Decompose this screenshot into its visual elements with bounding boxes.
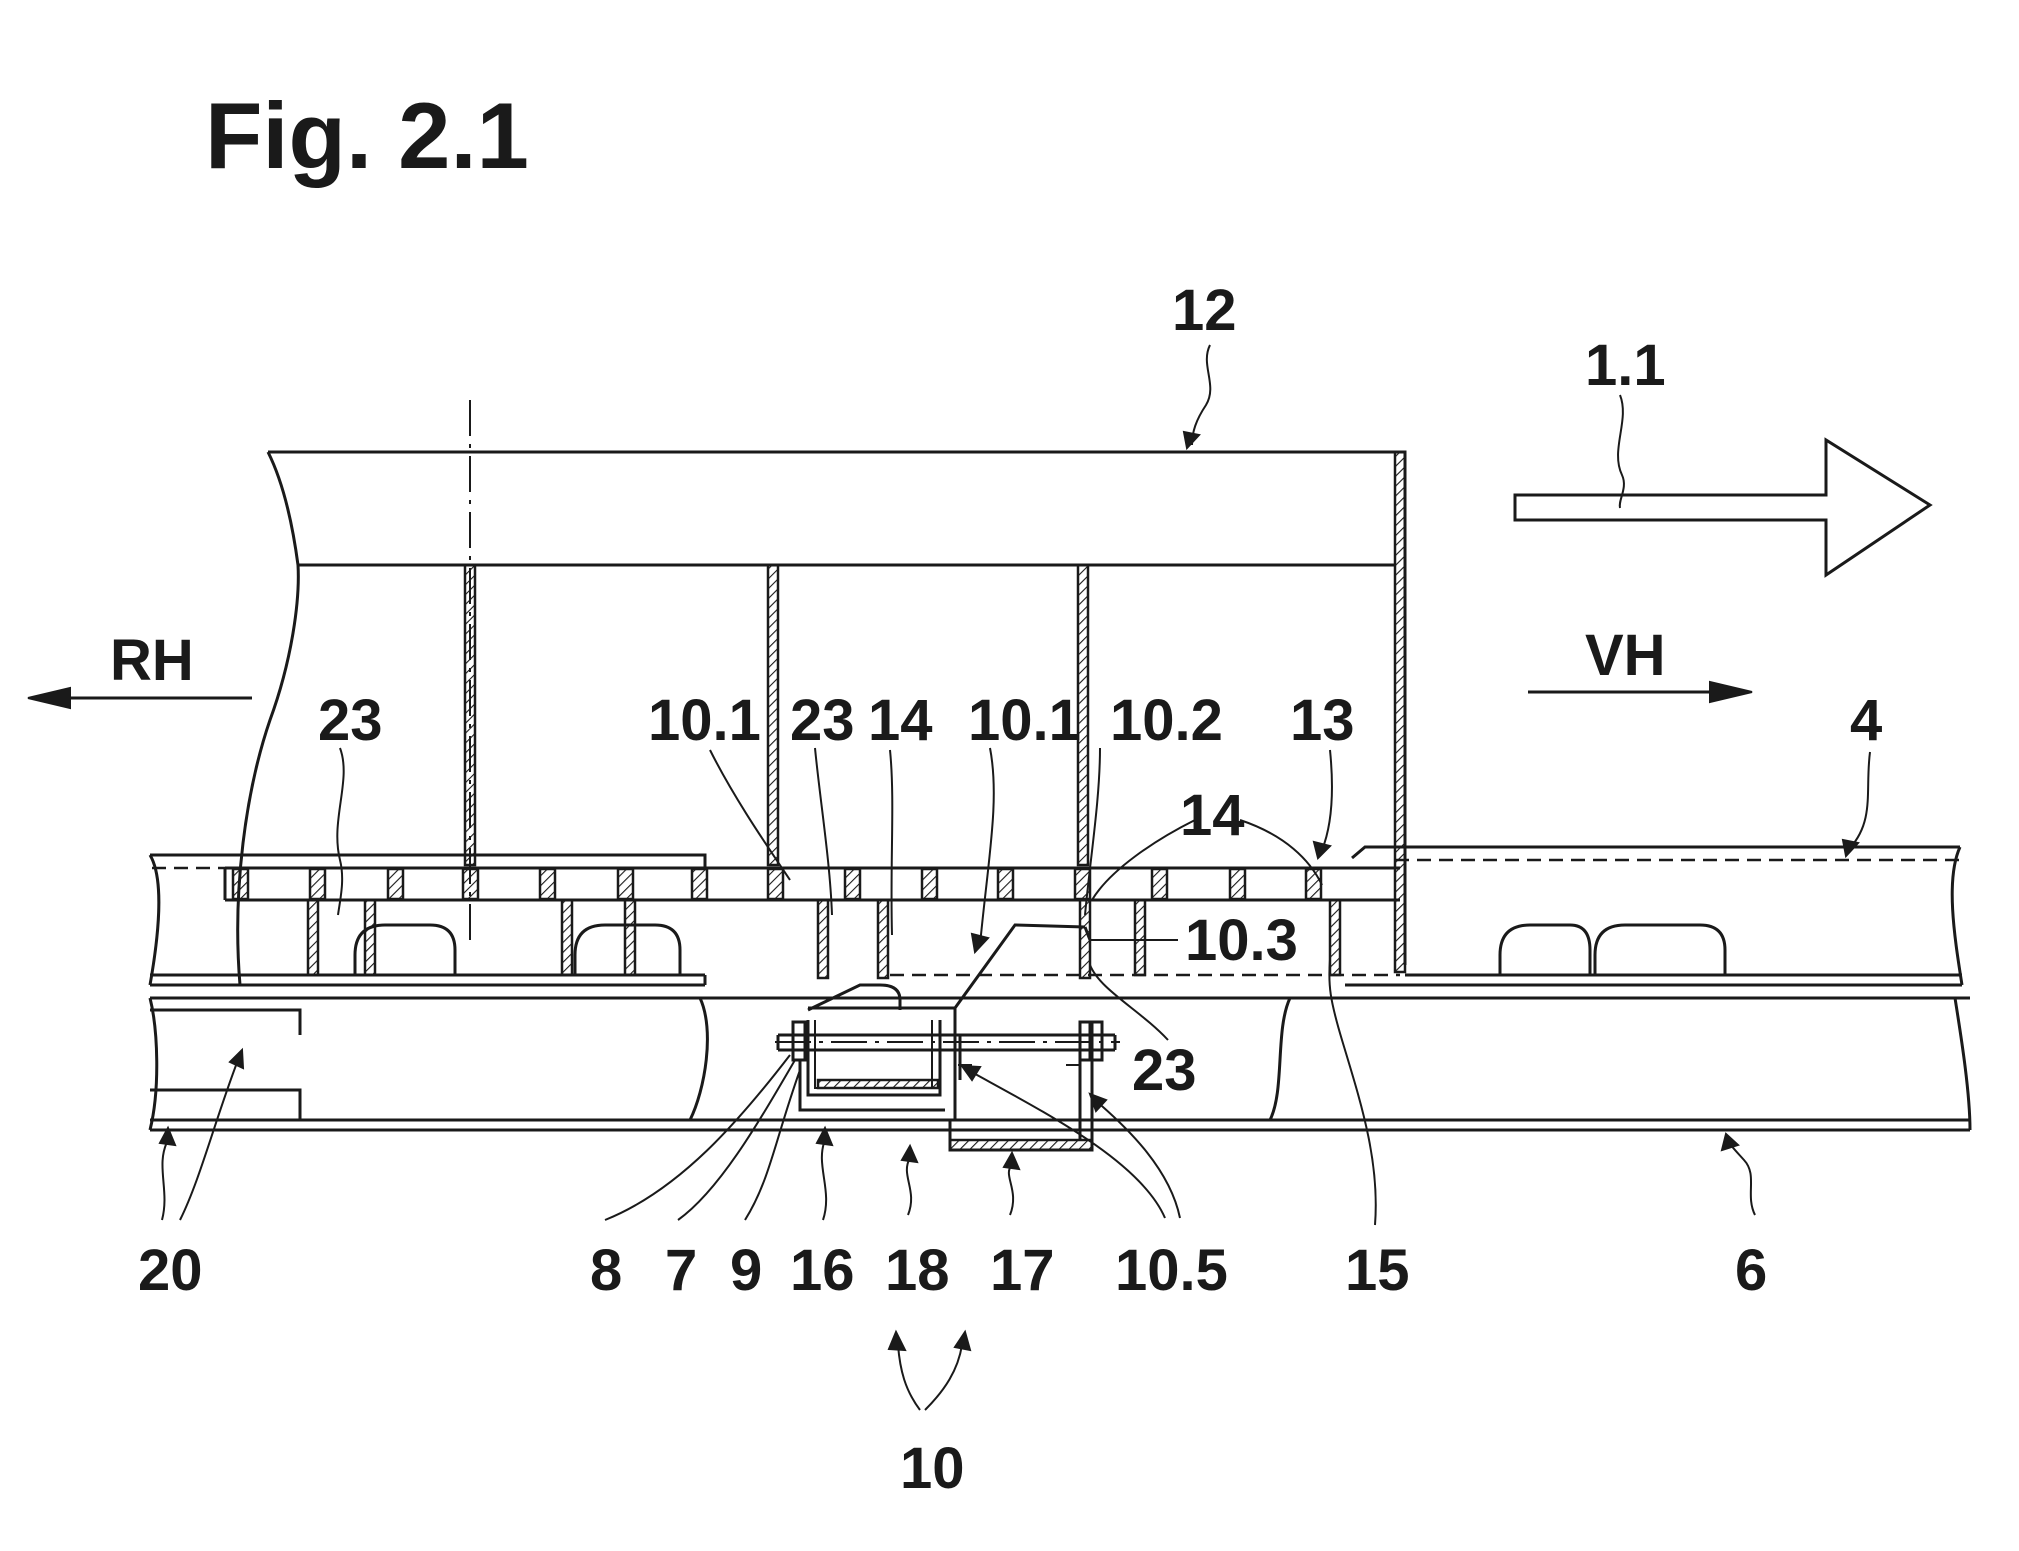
label-16: 16 (790, 1238, 855, 1303)
direction-arrow-1-1 (1515, 440, 1930, 575)
label-20: 20 (138, 1238, 203, 1303)
label-23-low: 23 (1132, 1038, 1197, 1103)
label-18: 18 (885, 1238, 950, 1303)
label-14-a: 14 (868, 688, 933, 753)
label-10-3: 10.3 (1185, 908, 1298, 973)
longitudinal-beam-4 (150, 847, 1962, 985)
label-14-b: 14 (1180, 783, 1245, 848)
label-vh: VH (1585, 623, 1666, 688)
label-7: 7 (665, 1238, 697, 1303)
label-10: 10 (900, 1436, 965, 1501)
label-4: 4 (1850, 688, 1882, 753)
lower-frame-6 (150, 998, 1970, 1130)
beam-hatched-blocks (233, 869, 1321, 899)
numeral-labels: 12 1.1 RH VH 23 10.1 23 14 10.1 10.2 13 … (110, 278, 1882, 1501)
label-15: 15 (1345, 1238, 1410, 1303)
label-9: 9 (730, 1238, 762, 1303)
label-rh: RH (110, 628, 194, 693)
label-1-1: 1.1 (1585, 333, 1666, 398)
label-23-mid: 23 (790, 688, 855, 753)
figure-title: Fig. 2.1 (205, 83, 529, 188)
label-10-1-a: 10.1 (648, 688, 761, 753)
label-10-1-b: 10.1 (968, 688, 1081, 753)
label-17: 17 (990, 1238, 1055, 1303)
label-10-5: 10.5 (1115, 1238, 1228, 1303)
label-10-2: 10.2 (1110, 688, 1223, 753)
label-13: 13 (1290, 688, 1355, 753)
label-12: 12 (1172, 278, 1237, 343)
label-6: 6 (1735, 1238, 1767, 1303)
label-23-left: 23 (318, 688, 383, 753)
label-8: 8 (590, 1238, 622, 1303)
